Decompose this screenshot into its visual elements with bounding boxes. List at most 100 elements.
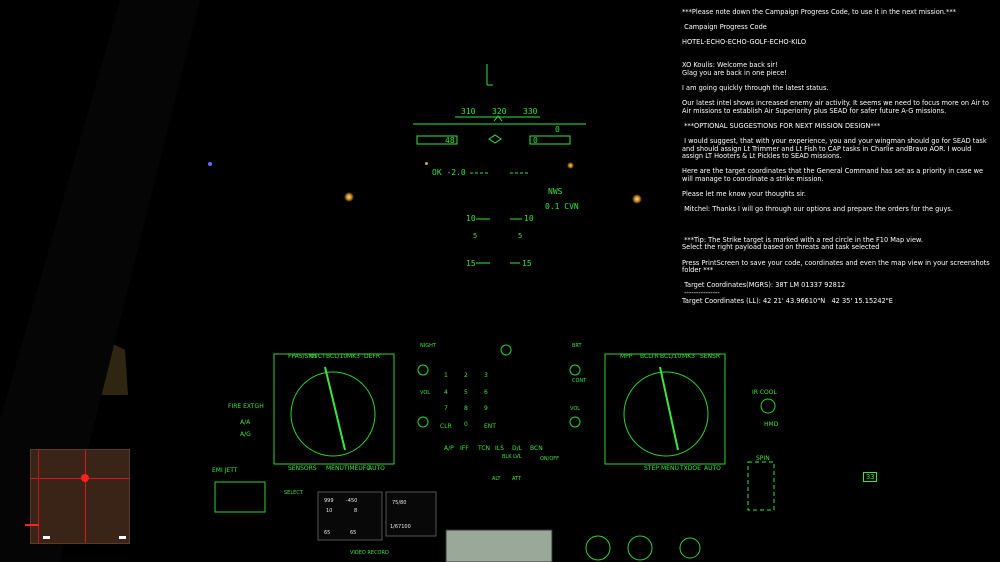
ground-light [425,162,428,165]
on-off-label[interactable]: ON/OFF [540,456,559,462]
ddi-button-label[interactable]: BCLTR [640,353,659,360]
ddi-button-label[interactable]: TXDOE [679,465,701,472]
spin-label[interactable]: SPIN [756,455,770,462]
blank-level-label: BLK LVL [502,454,522,460]
ifei-readout: 75/80 [392,500,406,506]
ifei-display: 999 -450 10 8 65 65 75/80 1/67100 [317,491,437,541]
ufc-key-4[interactable]: 4 [444,389,448,396]
ddi-button-label[interactable]: TIMEUFC [343,465,370,472]
right-warning-panel: IR COOL HMD SPIN [747,389,779,511]
ufc-iff-button[interactable]: IFF [460,445,469,452]
ifei-readout: 8 [354,508,357,514]
ufc-bcn-button[interactable]: BCN [530,445,543,452]
ufc-key-ent[interactable]: ENT [484,423,496,430]
ddi-button-label[interactable]: AUTO [704,465,721,472]
fire-extinguisher-label[interactable]: FIRE EXTGH [228,403,264,410]
message-line: Please let me know your thoughts sir. [682,190,807,199]
center-mpcd: VIDEO RECORD SELECT [284,490,553,562]
brt-label: BRT [572,343,583,349]
compass-readout: 33 [863,472,878,482]
message-line [682,222,994,230]
ufc-key-6[interactable]: 6 [484,389,488,396]
cockpit-instrument-panel: FPAS/SMS UFCT BCL/10 MK3 DEFR SENSORS ME… [212,343,779,562]
ufc-key-5[interactable]: 5 [464,389,468,396]
ddi-button-label[interactable]: MPP [620,353,633,360]
ddi-button-label[interactable]: BCL/10 [660,353,681,360]
ufc-ap-button[interactable]: A/P [444,445,454,452]
ddi-button-label[interactable]: SENSORS [288,465,317,472]
message-line: I am going quickly through the latest st… [682,83,829,92]
message-line [682,47,994,55]
ddi-button-label[interactable]: DEFR [364,353,380,360]
ddi-button-label[interactable]: FPAS/SMS [288,353,318,360]
heading-caret-icon [493,115,503,122]
pitch-label: 5 [518,232,522,240]
message-line: ***Tip: The Strike target is marked with… [682,235,923,244]
ufc-key-2[interactable]: 2 [464,372,468,379]
ddi-button-label[interactable]: MENU [326,465,344,472]
ir-cool-label[interactable]: IR COOL [752,389,777,396]
speed-box [416,135,458,145]
altitude-box [529,135,571,145]
ifei-readout: 1/67100 [390,524,411,530]
vol-label: VOL [420,390,430,396]
message-line: Our latest intel shows increased enemy a… [682,99,992,115]
alt-label: ALT [492,476,502,482]
ground-light [632,194,642,204]
pitch-label: 15 [522,259,532,268]
flight-path-marker-icon [488,134,502,144]
map-gridline [31,478,129,479]
up-front-controller: 1 2 3 4 5 6 7 8 9 0 CLR ENT A/P IFF TCN … [417,343,587,482]
pitch-label: 15 [466,259,476,268]
ifei-readout: 65 [324,530,330,536]
ddi-button-label[interactable]: AUTO [368,465,385,472]
message-line: XO Koulis: Welcome back sir! [682,61,778,70]
right-ddi: MPP BCLTR BCL/10 MK3 SENSR STEP MENU TXD… [604,353,726,472]
ddi-button-label[interactable]: SENSR [700,353,720,360]
ufc-key-0[interactable]: 0 [464,421,468,428]
altitude-readout: 0 [533,136,538,145]
ddi-button-label[interactable]: STEP [644,465,659,472]
emergency-jettison-label[interactable]: EMI JETT [212,467,238,474]
message-line: Glag you are back in one piece! [682,68,787,77]
ifei-readout: -450 [346,498,357,504]
ddi-button-label[interactable]: UFCT [310,353,326,360]
ufc-dl-button[interactable]: D/L [512,445,523,452]
ufc-tcn-button[interactable]: TCN [477,445,490,452]
ddi-button-label[interactable]: MENU [661,465,679,472]
ufc-key-1[interactable]: 1 [444,372,448,379]
tactical-minimap [25,449,130,544]
master-mode-ag[interactable]: A/G [240,431,251,438]
ufc-key-clr[interactable]: CLR [440,423,452,430]
ufc-key-7[interactable]: 7 [444,405,448,412]
ufc-ils-button[interactable]: ILS [495,445,504,452]
heading-tick: 310 [461,107,476,116]
message-line: ***Please note down the Campaign Progres… [682,8,956,16]
ddi-button-label[interactable]: MK3 [682,353,695,360]
ddi-button-label[interactable]: BCL/10 [326,353,347,360]
message-line: I would suggest, that with your experien… [682,137,989,161]
ground-light [208,162,212,166]
hmd-label[interactable]: HMD [764,421,779,428]
master-mode-aa[interactable]: A/A [240,419,251,426]
heading-tick: 330 [523,107,538,116]
message-line [682,214,994,222]
map-gridline [38,450,39,543]
pitch-label: 10 [466,214,476,223]
ufc-key-8[interactable]: 8 [464,405,468,412]
ddi-button-label[interactable]: MK3 [347,353,360,360]
map-indicator-bar [25,524,39,526]
g-readout: 0.1 CVN [545,202,579,211]
night-label: NIGHT [420,343,437,349]
ufc-key-3[interactable]: 3 [484,372,488,379]
ufc-key-9[interactable]: 9 [484,405,488,412]
heading-right-mark: 0 [555,125,560,134]
mode-label: NWS [548,187,563,196]
ground-light [344,192,354,202]
message-line: Campaign Progress Code [682,23,767,32]
message-line: --------------- [682,288,720,297]
cont-label: CONT [572,378,587,384]
pitch-label: 5 [473,232,477,240]
